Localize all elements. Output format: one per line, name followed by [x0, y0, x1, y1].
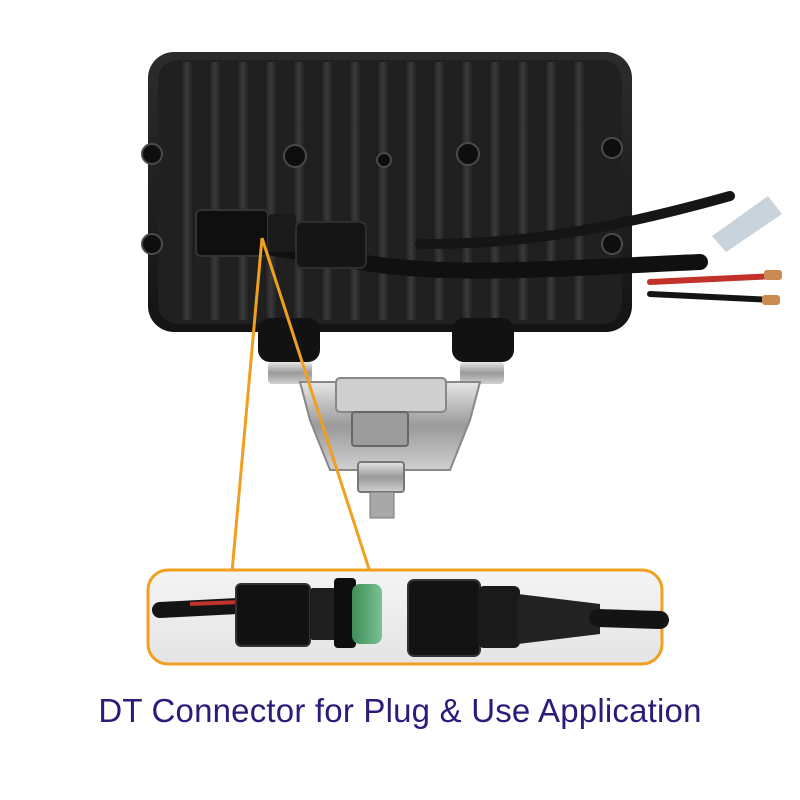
- mounting-bracket: [258, 318, 514, 519]
- connector-closeup-inset: [146, 568, 669, 666]
- housing-screws: [141, 137, 623, 255]
- caption-text: DT Connector for Plug & Use Application: [98, 692, 702, 729]
- heat-sink-fins: [180, 62, 586, 320]
- callout-lines: [230, 237, 372, 573]
